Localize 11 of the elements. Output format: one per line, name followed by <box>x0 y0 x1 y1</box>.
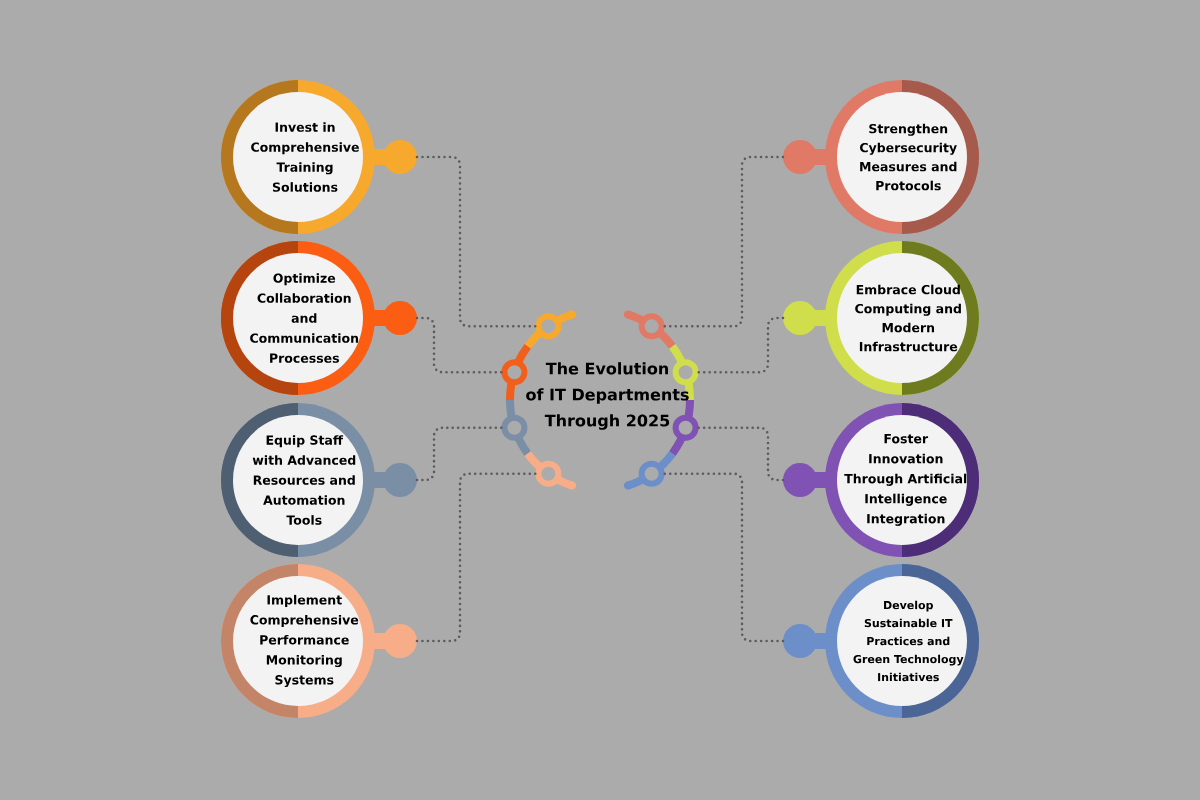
dotted-connector <box>415 426 503 482</box>
ring-marker <box>524 451 577 490</box>
dotted-connector <box>415 472 537 643</box>
dotted-connector <box>663 472 785 643</box>
dotted-connector <box>663 155 785 328</box>
dotted-connector <box>415 155 537 328</box>
ring-marker <box>623 451 676 490</box>
ring-marker <box>501 399 531 456</box>
ring-marker <box>524 310 577 349</box>
ring-marker <box>623 310 676 349</box>
diagram-title: The Evolution of IT Departments Through 2025 <box>526 362 689 430</box>
